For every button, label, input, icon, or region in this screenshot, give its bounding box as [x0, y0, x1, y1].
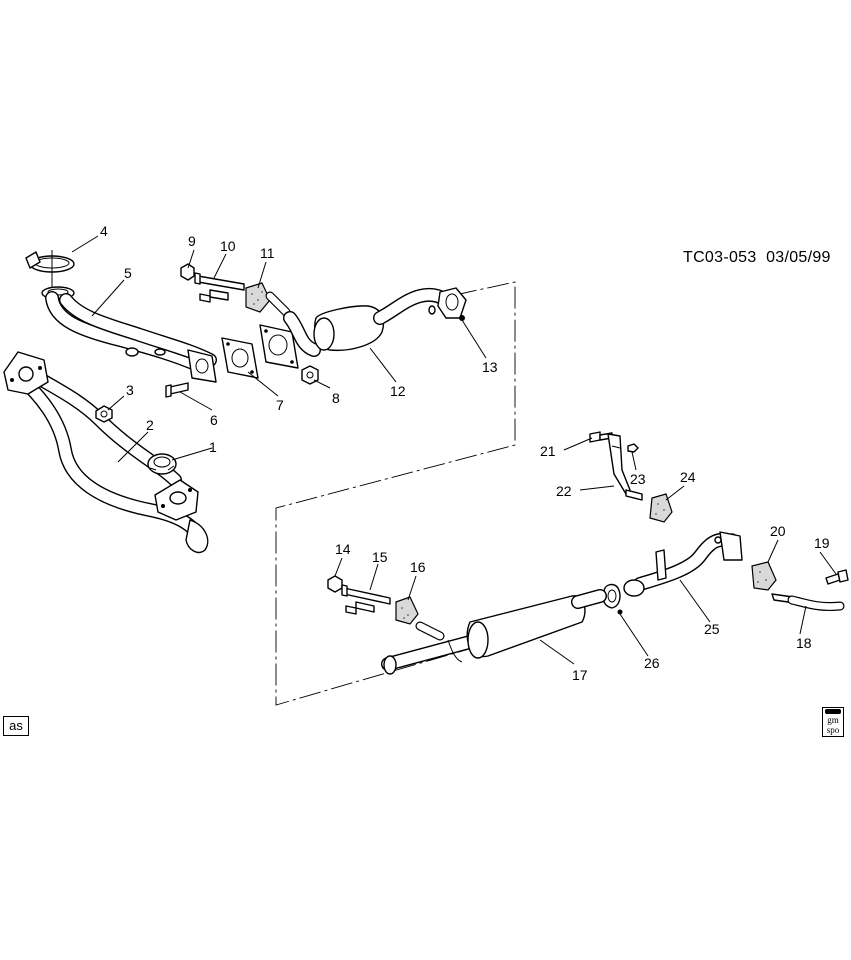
callout-21: 21 — [540, 443, 556, 459]
part-13-flange — [437, 287, 467, 321]
callout-19: 19 — [814, 535, 830, 551]
callout-18: 18 — [796, 635, 812, 651]
part-23-nut — [627, 443, 639, 453]
part-16-insulator — [395, 596, 445, 641]
callout-22: 22 — [556, 483, 572, 499]
part-20-insulator — [751, 561, 777, 591]
callout-6: 6 — [210, 412, 218, 428]
callout-labels: 1 2 3 4 5 6 7 8 9 10 11 12 13 14 15 16 1… — [100, 223, 830, 683]
document-date: 03/05/99 — [766, 249, 831, 266]
callout-3: 3 — [126, 382, 134, 398]
callout-24: 24 — [680, 469, 696, 485]
callout-23: 23 — [630, 471, 646, 487]
callout-26: 26 — [644, 655, 660, 671]
part-19-bolt — [825, 569, 849, 585]
part-25-tailpipe — [623, 531, 743, 597]
callout-8: 8 — [332, 390, 340, 406]
callout-11: 11 — [260, 245, 275, 261]
logo-text: gm spo — [826, 715, 840, 735]
gm-spo-logo: gm spo — [822, 707, 844, 737]
leader-lines — [71, 235, 837, 665]
logo-bar — [825, 709, 841, 714]
part-9-nut — [180, 263, 195, 281]
part-26-clamp — [602, 583, 623, 615]
part-5-intermediate-pipe — [41, 286, 217, 383]
callout-1: 1 — [209, 439, 217, 455]
part-11-insulator — [245, 282, 291, 317]
part-8-nut — [301, 365, 319, 385]
part-24-insulator — [625, 489, 673, 523]
callout-20: 20 — [770, 523, 786, 539]
part-4-clamp — [25, 250, 75, 300]
part-7-gaskets — [221, 324, 299, 379]
callout-15: 15 — [372, 549, 388, 565]
callout-14: 14 — [335, 541, 351, 557]
corner-label: as — [9, 718, 23, 733]
callout-9: 9 — [188, 233, 196, 249]
part-12-converter — [283, 287, 453, 357]
assembly-boundary — [275, 281, 516, 706]
part-17-muffler — [381, 589, 607, 675]
part-6-bolt — [165, 382, 189, 398]
callout-10: 10 — [220, 238, 236, 254]
callout-7: 7 — [276, 397, 284, 413]
part-15-bolt-hanger — [341, 584, 391, 615]
callout-16: 16 — [410, 559, 426, 575]
part-1-seal — [147, 453, 177, 475]
callout-4: 4 — [100, 223, 108, 239]
callout-2: 2 — [146, 417, 154, 433]
part-10-bolt-hanger — [194, 272, 245, 303]
part-14-nut — [327, 575, 343, 593]
document-id: TC03-053 — [683, 249, 757, 266]
part-18-hanger — [771, 593, 845, 611]
part-22-hanger-bracket — [607, 433, 631, 495]
corner-label-box: as — [3, 716, 29, 736]
callout-5: 5 — [124, 265, 132, 281]
flange-5 — [187, 349, 217, 383]
callout-25: 25 — [704, 621, 720, 637]
callout-12: 12 — [390, 383, 406, 399]
part-2-front-pipe — [3, 351, 209, 554]
document-code: TC03-053 03/05/99 — [683, 249, 831, 267]
callout-17: 17 — [572, 667, 588, 683]
callout-13: 13 — [482, 359, 498, 375]
